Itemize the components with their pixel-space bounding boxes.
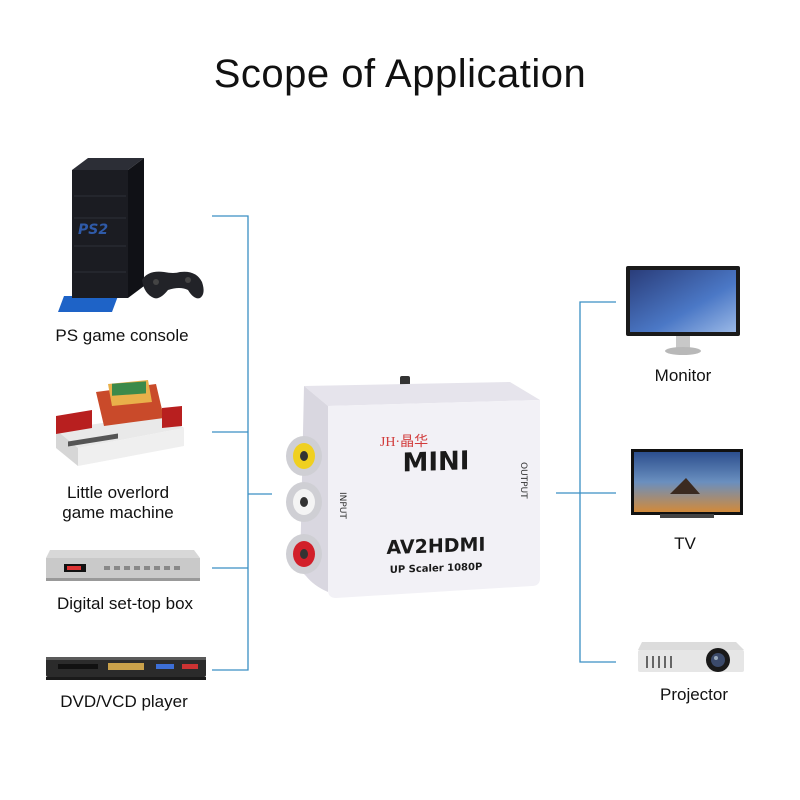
dvd-player-label: DVD/VCD player <box>60 692 188 711</box>
monitor-icon <box>626 266 740 355</box>
projector-icon <box>638 642 744 672</box>
ps-console-label: PS game console <box>55 326 189 345</box>
rca-jacks <box>286 436 322 574</box>
dvd-player-icon <box>46 657 206 680</box>
retro-game-console-icon <box>56 380 184 466</box>
subtitle-text: UP Scaler 1080P <box>390 562 483 576</box>
tv-label: TV <box>674 534 696 553</box>
tv-icon <box>631 449 743 518</box>
retro-game-console-label: Little overlord game machine <box>40 483 196 523</box>
retro-label-line-1: Little overlord <box>66 483 170 502</box>
set-top-box-icon <box>46 550 200 581</box>
brand-text: JH·晶华 <box>380 434 428 450</box>
retro-label-line-2: game machine <box>62 503 174 522</box>
monitor-label: Monitor <box>654 366 712 385</box>
av2hdmi-converter-icon: JH·晶华 MINI AV2HDMI UP Scaler 1080P INPUT… <box>286 376 540 598</box>
input-text: INPUT <box>337 492 347 519</box>
name-text: AV2HDMI <box>387 534 486 559</box>
projector-label: Projector <box>659 685 729 704</box>
model-text: MINI <box>403 446 470 478</box>
output-text: OUTPUT <box>518 462 528 499</box>
set-top-box-label: Digital set-top box <box>56 594 194 613</box>
svg-text:PS2: PS2 <box>78 222 108 238</box>
page-title: Scope of Application <box>213 52 587 96</box>
ps-console-icon: PS2 <box>58 158 204 312</box>
